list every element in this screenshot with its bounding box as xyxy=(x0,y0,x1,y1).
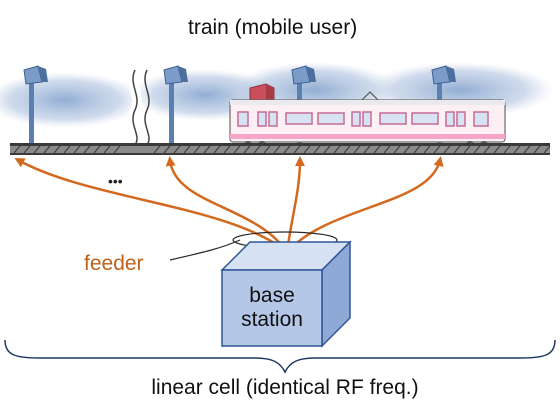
antenna-icon xyxy=(23,65,48,144)
coverage-ellipse xyxy=(0,72,145,128)
feeder-arrows xyxy=(14,156,444,253)
feeder-label: feeder xyxy=(84,252,144,275)
train-icon xyxy=(229,83,506,149)
linear-cell-label: linear cell (identical RF freq.) xyxy=(151,376,418,399)
ellipsis-label: ••• xyxy=(108,173,123,189)
feeder-arrow xyxy=(165,156,289,253)
linear-cell-brace xyxy=(4,339,556,374)
feeder-arrow xyxy=(286,156,444,253)
base-station-cube-icon xyxy=(220,240,352,348)
break-mark-icon xyxy=(128,67,150,148)
base-station-label-line2: station xyxy=(241,308,303,331)
antenna-icon xyxy=(163,65,188,144)
feeder-arrow xyxy=(285,156,305,253)
railway-track xyxy=(10,143,551,155)
train-label: train (mobile user) xyxy=(188,16,357,39)
feeder-arrow xyxy=(14,158,288,253)
feeder-leader-line xyxy=(169,239,241,261)
base-station-label-line1: base xyxy=(249,284,295,307)
